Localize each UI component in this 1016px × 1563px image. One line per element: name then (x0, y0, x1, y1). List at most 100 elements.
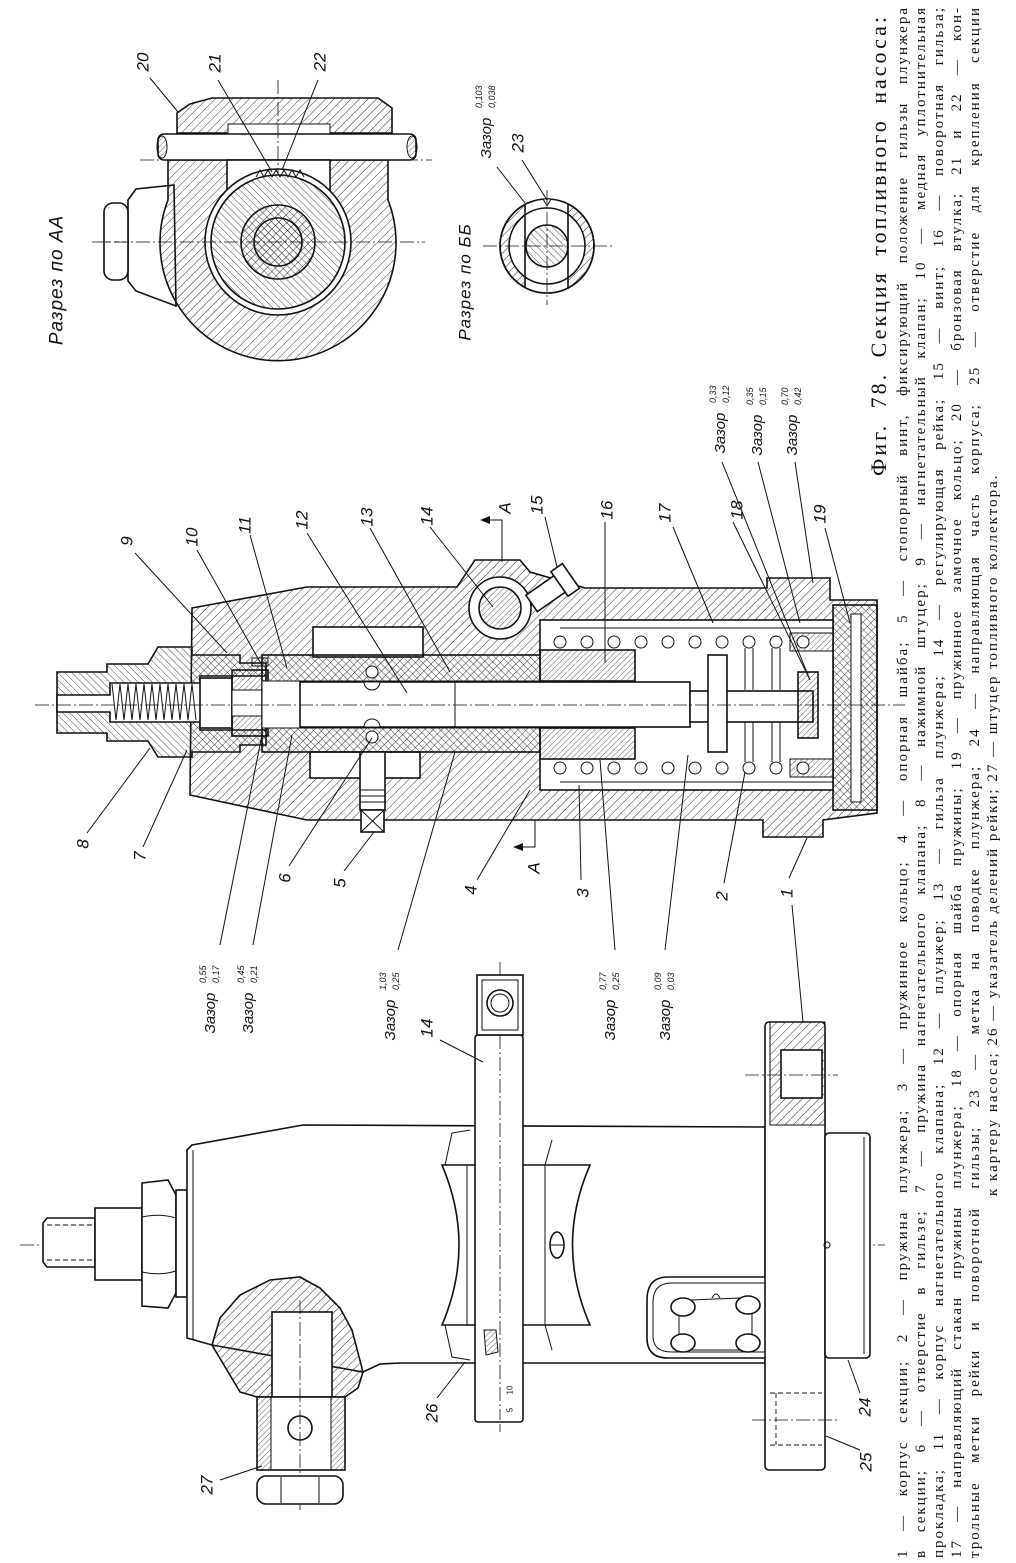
callout-2: 2 (713, 891, 732, 902)
rack-scale-upper: 10 (506, 1385, 515, 1394)
clearance-annotations: Зазор 0,55 0,17 Зазор 0,45 0,21 Зазор 1,… (198, 385, 814, 1041)
spring-coil (742, 761, 756, 775)
section-aa-title: Разрез по АА (47, 215, 68, 345)
clearance-max: 0,09 (653, 972, 663, 990)
callout-1: 1 (778, 888, 797, 897)
control-rack-aa (157, 133, 417, 161)
spring-coil (607, 635, 621, 649)
clearance-max: 0,45 (236, 964, 246, 983)
mounting-ear-inner (652, 1282, 765, 1353)
clearance-label: Зазор (749, 415, 766, 456)
rack-pointer-26 (483, 1329, 499, 1356)
spring-coil (661, 761, 675, 775)
section-line-a-bottom (519, 820, 536, 848)
stop-screw-5 (359, 751, 386, 811)
callout-24: 24 (856, 1398, 875, 1418)
caption-line: 1 — корпус секции; 2 — пружина плунжера;… (895, 6, 911, 1558)
leader-22 (281, 79, 319, 171)
fitting-collar (94, 1207, 143, 1281)
clearance-0: Зазор 0,55 0,17 (198, 964, 221, 1033)
spring-coil (688, 635, 702, 649)
spring-coil (742, 635, 756, 649)
callout-17: 17 (656, 503, 675, 522)
caption-line: прокладка; 11 — корпус нагнетательного к… (931, 6, 947, 1558)
clearance-max: 0,55 (198, 964, 208, 983)
bolt-head (670, 1333, 696, 1353)
spring-coil (580, 635, 594, 649)
mounting-hole-25 (770, 1392, 822, 1446)
rack-head-inner (481, 979, 519, 1031)
external-view: 10 5 14 26 27 24 25 (20, 962, 885, 1510)
control-rack-14 (474, 1034, 524, 1423)
plunger-helix-groove (363, 681, 381, 728)
callout-14-view: 14 (418, 1019, 437, 1038)
spring-wires (744, 648, 781, 762)
section-mark-a-bottom: A (525, 862, 544, 874)
clearance-min: 0,17 (211, 964, 221, 983)
axis-mark (823, 1241, 831, 1249)
barrel-port-6-bottom (365, 730, 379, 744)
stop-screw-threads (360, 789, 385, 803)
clearance-label: Зазор (202, 993, 219, 1034)
barrel-port-6-top (365, 665, 379, 679)
section-arrow-top (480, 516, 490, 524)
clearance-min: 0,21 (249, 965, 259, 983)
fuel-gallery-top (312, 626, 424, 658)
figure-caption: Фиг. 78. Секция топливного насоса: 1 — к… (864, 6, 1002, 1558)
clearance-max: 0,33 (708, 385, 718, 403)
clearance-2: Зазор 1,03 0,25 (378, 971, 401, 1040)
delivery-valve-9 (199, 677, 233, 729)
bolt-head (735, 1295, 761, 1315)
section-line-a-top (486, 519, 503, 562)
clearance-min: 0,25 (611, 971, 621, 990)
clearance-max: 0,103 (474, 85, 484, 108)
fuel-fitting-nut (256, 1475, 344, 1505)
clearance-label: Зазор (478, 118, 495, 159)
rotary-sleeve-16-top (539, 649, 636, 682)
spring-coil (607, 761, 621, 775)
clearance-3: Зазор 0,77 0,25 (598, 971, 621, 1040)
section-aa-view: 20 21 22 Разрез по АА (47, 52, 432, 362)
spring-coil (796, 635, 810, 649)
clearance-max: 0,70 (780, 387, 790, 405)
clearance-1: Зазор 0,45 0,21 (236, 964, 259, 1033)
screw-15-head (549, 562, 581, 598)
section-bb-view: 23 Зазор 0,103 0,038 Разрез по ББ (456, 85, 612, 341)
clearance-max: 1,03 (378, 972, 388, 990)
bolt-head (670, 1297, 696, 1317)
lock-wire (678, 1293, 753, 1351)
snap-ring-19 (850, 613, 862, 803)
spring-coil (553, 761, 567, 775)
clearance-min: 0,25 (391, 971, 401, 990)
clearance-label: Зазор (602, 1000, 619, 1041)
leader-21 (217, 79, 273, 173)
spring-coil (553, 635, 567, 649)
clearance-6: Зазор 0,35 0,15 (745, 386, 768, 455)
spring-coil (769, 635, 783, 649)
leader-20 (149, 77, 179, 113)
plunger-flange (707, 654, 728, 753)
plunger-12 (299, 681, 691, 728)
clearance-max: 0,35 (745, 386, 755, 405)
clearance-leaders (219, 461, 814, 951)
callout-6: 6 (276, 873, 295, 883)
callout-18: 18 (728, 500, 747, 519)
clearance-label: Зазор (240, 993, 257, 1034)
callout-20: 20 (134, 52, 153, 72)
clearance-min: 0,12 (721, 385, 731, 403)
caption-line: трольные метки рейки и поворотной гильзы… (967, 6, 983, 1558)
flange-square-hole (780, 1049, 823, 1099)
rack-scale-lower: 5 (506, 1407, 515, 1412)
valve-spring-7 (111, 683, 197, 721)
leader-clearance-bb (496, 166, 526, 204)
stop-screw-head-x (360, 809, 385, 833)
longitudinal-section: A A 9 10 11 12 13 14 15 16 17 18 19 8 7 … (35, 495, 905, 1023)
fitting-flange (175, 1189, 188, 1298)
screw-15 (524, 562, 581, 613)
clearance-label: Зазор (657, 1000, 674, 1041)
callout-3: 3 (574, 888, 593, 898)
hex-nut-faces (141, 1214, 177, 1275)
callout-16: 16 (598, 500, 617, 519)
clearance-max: 0,77 (598, 971, 608, 990)
